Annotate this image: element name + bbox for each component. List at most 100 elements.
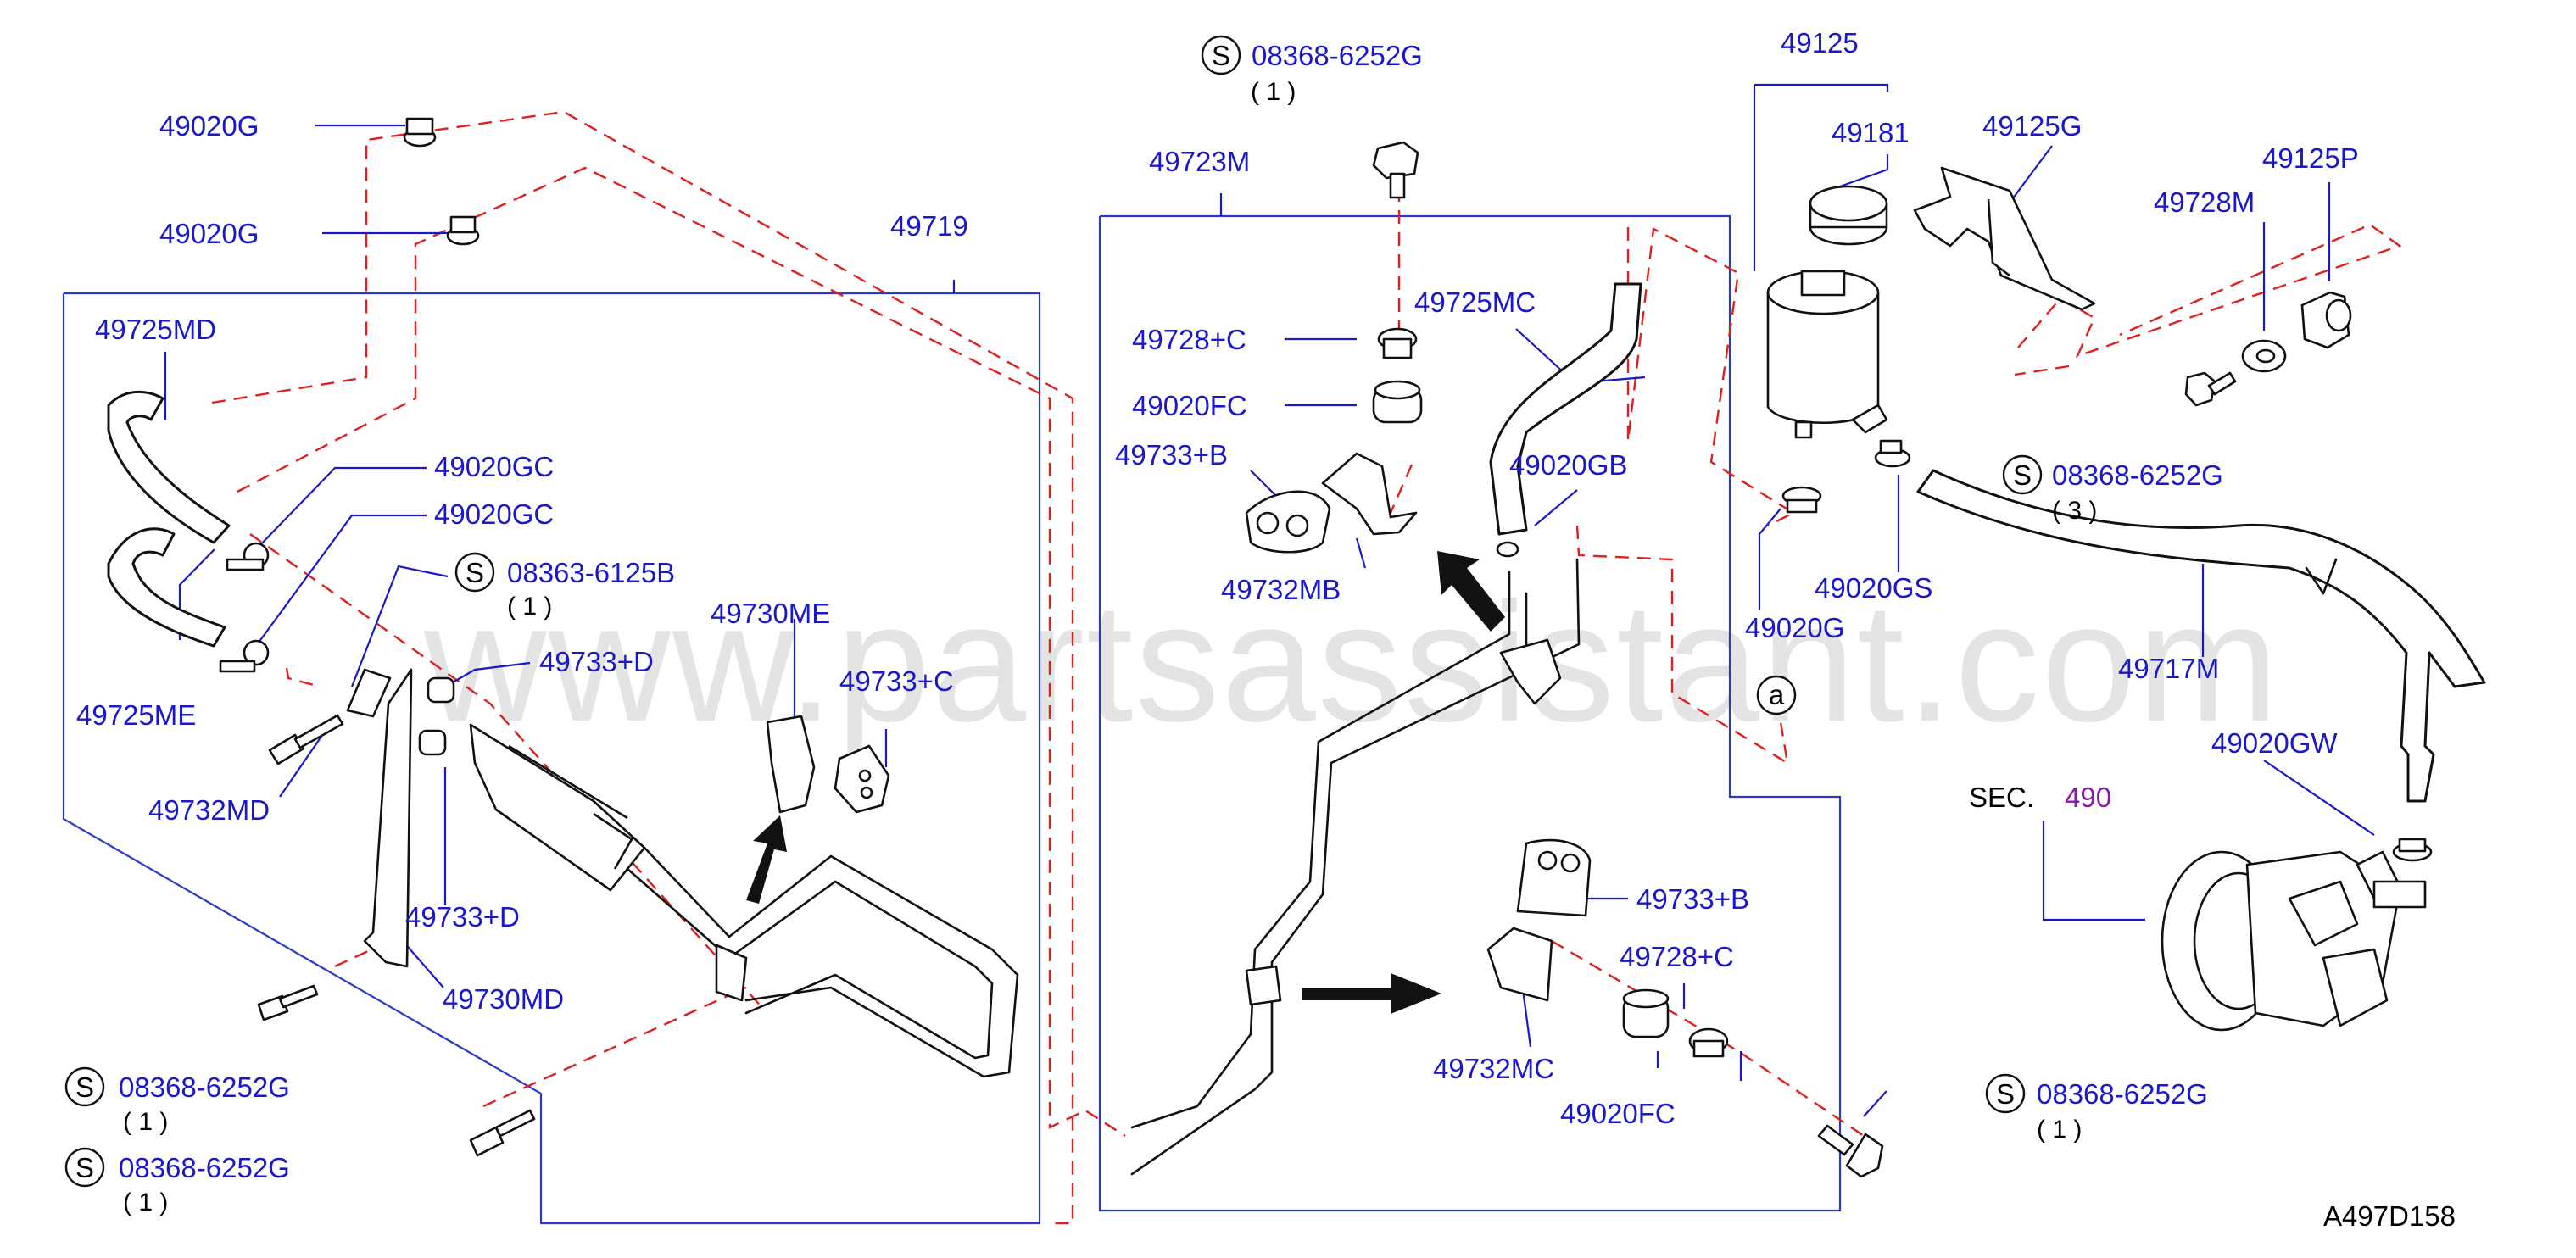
sec-number: 490 <box>2065 782 2111 813</box>
clip-49020GC-1 <box>226 542 270 571</box>
label-49020GC-1: 49020GC <box>434 451 554 482</box>
watermark: www.partsassistant.com <box>423 568 2280 757</box>
clip-49020G-2 <box>446 215 480 246</box>
screw-s2-qty: ( 1 ) <box>507 593 552 621</box>
label-49723M: 49723M <box>1149 146 1250 177</box>
label-49733B-1: 49733+B <box>1115 439 1228 470</box>
bolt-top-middle <box>1372 141 1419 199</box>
bolt-left-bottom <box>469 1109 536 1157</box>
screw-s1-number: 08368-6252G <box>1252 40 1423 71</box>
grommet-49733D-2 <box>418 729 447 756</box>
screw-s6-qty: ( 1 ) <box>2037 1116 2082 1144</box>
screw-symbol-s3: S <box>64 1066 105 1107</box>
bracket-49732MD <box>346 668 392 718</box>
label-49728C-1: 49728+C <box>1132 324 1246 355</box>
cushion-49020FC-2 <box>1622 988 1670 1038</box>
clip-49020GB <box>1496 541 1519 558</box>
bolt-lower-right <box>1817 1124 1884 1178</box>
label-49020GB: 49020GB <box>1509 449 1627 481</box>
label-49020GW: 49020GW <box>2211 727 2338 759</box>
hose-49717M <box>1916 469 2486 803</box>
label-49020GS: 49020GS <box>1815 572 1932 604</box>
screw-s2-number: 08363-6125B <box>507 557 675 588</box>
label-49717M: 49717M <box>2118 653 2219 684</box>
sec-label: SEC. <box>1969 782 2034 813</box>
screw-symbol-s4: S <box>64 1147 105 1188</box>
arrow-left <box>746 815 787 904</box>
svg-text:S: S <box>75 1152 94 1183</box>
label-49733D-1: 49733+D <box>539 646 654 677</box>
part-labels: 49020G 49020G 49719 49725MD 49020GC 4902… <box>76 27 2359 1129</box>
screw-s4-qty: ( 1 ) <box>123 1188 168 1216</box>
screw-s1-qty: ( 1 ) <box>1251 78 1296 106</box>
label-49733B-2: 49733+B <box>1636 883 1749 915</box>
label-49730ME: 49730ME <box>711 598 830 629</box>
svg-text:S: S <box>466 557 484 588</box>
clip-49020GW <box>2392 838 2433 862</box>
grommet-49733C <box>834 744 890 814</box>
pipe-49723M <box>1130 558 1581 1176</box>
label-49020G-2: 49020G <box>159 218 259 249</box>
cooler-49719 <box>469 723 1019 1078</box>
label-49732MC: 49732MC <box>1433 1053 1554 1084</box>
svg-text:S: S <box>2013 459 2032 491</box>
reference-code: A497D158 <box>2323 1200 2456 1232</box>
clip-49020GS <box>1874 439 1911 468</box>
assembly-box-49723M <box>1098 214 1842 1212</box>
grommet-49733B-1 <box>1245 490 1331 554</box>
label-49730MD: 49730MD <box>443 983 564 1015</box>
washer-49728M <box>2241 339 2287 373</box>
clip-49020G-top <box>403 117 437 148</box>
label-49020FC-1: 49020FC <box>1132 390 1247 421</box>
label-49728C-2: 49728+C <box>1620 941 1734 972</box>
clamp-49730ME <box>766 715 816 814</box>
label-49020G-top: 49020G <box>159 110 259 142</box>
label-49725MD: 49725MD <box>95 314 216 345</box>
screw-s5-number: 08368-6252G <box>2052 459 2223 491</box>
screw-s3-number: 08368-6252G <box>119 1072 290 1103</box>
grommet-49733B-2 <box>1516 838 1592 917</box>
svg-text:a: a <box>1769 679 1785 710</box>
bolt-left-lower <box>257 984 319 1021</box>
bolt-08363-6125B <box>268 714 344 765</box>
insulator-49125P <box>2300 291 2352 349</box>
cap-49181 <box>1809 185 1888 246</box>
screw-s4-number: 08368-6252G <box>119 1152 290 1183</box>
bracket-49730MD <box>363 668 413 968</box>
screw-symbol-s5: S <box>2002 454 2043 495</box>
screw-labels: 08368-6252G ( 1 ) 08363-6125B ( 1 ) 0836… <box>119 40 2223 1216</box>
pump-sec-490 <box>2161 850 2427 1032</box>
hose-49725MD <box>107 390 231 544</box>
label-49125P: 49125P <box>2262 142 2359 174</box>
label-49020G-3: 49020G <box>1745 612 1844 643</box>
hose-49725MC <box>1489 282 1642 536</box>
screw-symbol-s6: S <box>1985 1073 2026 1114</box>
bolt-08368-S5 <box>2184 371 2237 407</box>
screw-symbol-s2: S <box>454 552 495 593</box>
label-49125G: 49125G <box>1982 110 2082 142</box>
label-49733D-2: 49733+D <box>405 901 520 932</box>
label-49020GC-2: 49020GC <box>434 498 554 530</box>
circle-ref-a: a <box>1756 675 1797 715</box>
screw-symbol-s1: S <box>1201 35 1241 75</box>
screw-s6-number: 08368-6252G <box>2037 1078 2208 1110</box>
label-49719: 49719 <box>890 210 968 242</box>
reservoir-49125 <box>1766 270 1888 439</box>
svg-text:S: S <box>1212 40 1230 71</box>
label-49725MC: 49725MC <box>1414 287 1536 318</box>
bracket-49125G <box>1913 166 2096 311</box>
arrow-middle-right <box>1302 973 1441 1014</box>
assembly-box-49719 <box>62 292 1041 1225</box>
grommet-49733D-1 <box>427 676 455 704</box>
screw-s5-qty: ( 3 ) <box>2052 497 2097 525</box>
clip-49020G-3 <box>1781 486 1822 514</box>
label-49125: 49125 <box>1781 27 1859 58</box>
label-49020FC-2: 49020FC <box>1560 1098 1676 1129</box>
washer-49728C-2 <box>1688 1027 1729 1058</box>
label-49728M: 49728M <box>2154 186 2255 218</box>
arrow-middle-up <box>1437 551 1505 632</box>
svg-text:S: S <box>75 1072 94 1103</box>
label-49181: 49181 <box>1832 117 1910 148</box>
clamp-49732MC <box>1486 927 1553 1002</box>
